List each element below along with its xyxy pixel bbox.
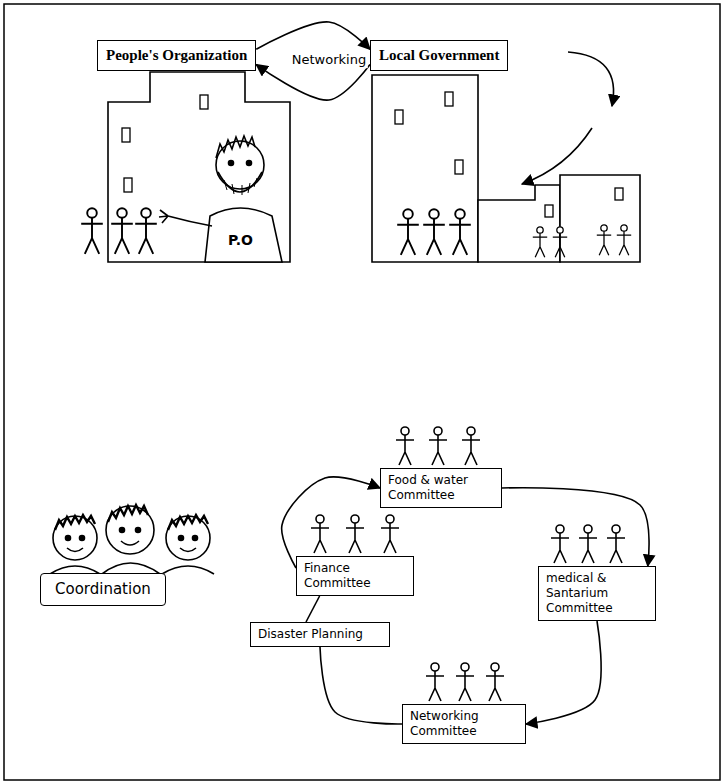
stick-figure xyxy=(551,525,569,563)
stick-figure xyxy=(553,227,567,257)
stick-figure xyxy=(579,525,597,563)
stick-figure xyxy=(396,427,414,465)
node-text: Local Government xyxy=(379,46,499,65)
connector xyxy=(306,596,320,622)
flow-arrow xyxy=(522,128,592,184)
stick-figure xyxy=(429,427,447,465)
stick-figure xyxy=(533,227,547,257)
node-text: People's Organization xyxy=(106,46,247,65)
node-text: medical & Santarium Committee xyxy=(546,571,648,616)
committee-box: Food & water Committee xyxy=(380,468,502,508)
node-text: Networking Committee xyxy=(410,709,518,739)
connector xyxy=(526,621,601,724)
edge-label: Networking xyxy=(290,52,368,68)
committee-box: Finance Committee xyxy=(296,556,414,596)
node-text: Finance Committee xyxy=(304,561,406,591)
stick-figure xyxy=(135,208,157,254)
stick-figure xyxy=(462,427,480,465)
committee-box: Disaster Planning xyxy=(250,622,390,647)
committee-box: Coordination xyxy=(40,573,166,606)
connector xyxy=(502,488,649,566)
node-text: Coordination xyxy=(55,580,151,599)
po-person xyxy=(159,136,282,262)
building xyxy=(108,72,290,262)
shirt-label: P.O xyxy=(226,232,255,249)
node-text: Food & water Committee xyxy=(388,473,494,503)
stick-figure xyxy=(111,208,133,254)
coordination-people xyxy=(50,505,214,574)
building xyxy=(372,75,478,262)
stick-figure xyxy=(426,663,444,701)
stick-figure xyxy=(456,663,474,701)
committee-box: medical & Santarium Committee xyxy=(538,566,656,621)
stick-figure xyxy=(346,515,364,553)
stick-figure xyxy=(397,209,419,255)
stick-figure xyxy=(617,225,631,255)
flow-arrow xyxy=(568,52,614,106)
stick-figure xyxy=(81,208,103,254)
stick-figure xyxy=(449,209,471,255)
windows xyxy=(395,92,623,217)
stick-figure xyxy=(423,209,445,255)
committee-box: Networking Committee xyxy=(402,704,526,744)
stick-figure xyxy=(597,225,611,255)
connector xyxy=(320,647,402,724)
connector xyxy=(256,65,370,101)
committee-box: People's Organization xyxy=(97,40,256,71)
connector xyxy=(282,477,380,568)
stick-figure xyxy=(607,525,625,563)
connector xyxy=(256,22,370,49)
committee-box: Local Government xyxy=(370,40,508,71)
stick-figure xyxy=(486,663,504,701)
node-text: Disaster Planning xyxy=(258,627,382,642)
stick-figure xyxy=(311,515,329,553)
stick-figure xyxy=(381,515,399,553)
frame xyxy=(4,4,720,780)
building xyxy=(560,175,640,262)
building xyxy=(478,185,560,262)
windows xyxy=(122,95,208,192)
